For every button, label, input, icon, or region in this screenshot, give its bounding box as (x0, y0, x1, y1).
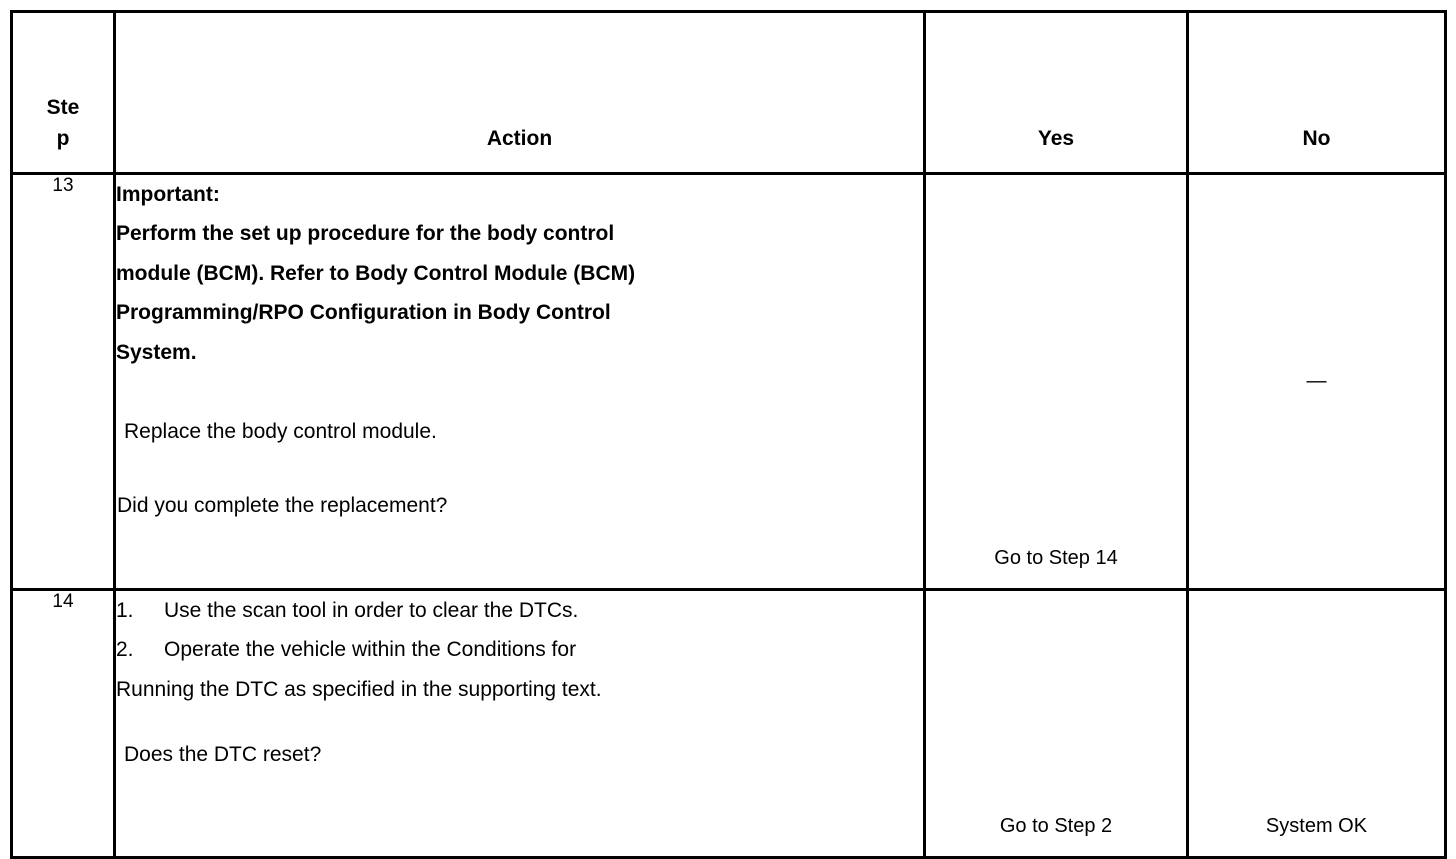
action-continuation-line: Running the DTC as specified in the supp… (116, 677, 602, 701)
column-header-no: No (1186, 10, 1447, 175)
table-row: 13 Important: Perform the set up procedu… (10, 172, 1447, 591)
column-header-step-label: Step (46, 96, 80, 150)
action-instruction: Replace the body control module. (124, 420, 437, 444)
diagnostic-procedure-table: Step Action Yes No 13 Important: Perform… (10, 10, 1447, 859)
spacer (116, 372, 923, 412)
action-cell: Important: Perform the set up procedure … (113, 172, 926, 591)
column-header-step: Step (10, 10, 116, 175)
important-line-4: System. (116, 340, 197, 364)
column-header-action: Action (113, 10, 926, 175)
list-item-number: 2. (116, 638, 134, 662)
list-item: 2. Operate the vehicle within the Condit… (116, 630, 923, 669)
spacer (116, 709, 923, 735)
action-question: Did you complete the replacement? (117, 493, 448, 517)
list-item-text: Use the scan tool in order to clear the … (164, 599, 579, 622)
action-cell: 1. Use the scan tool in order to clear t… (113, 588, 926, 859)
no-result-cell: System OK (1186, 588, 1447, 859)
no-result-cell: — (1186, 172, 1447, 591)
spacer (116, 452, 923, 486)
important-line-3: Programming/RPO Configuration in Body Co… (116, 301, 611, 325)
yes-result-cell: Go to Step 2 (923, 588, 1189, 859)
step-number-cell: 14 (10, 588, 116, 859)
action-step-list: 1. Use the scan tool in order to clear t… (116, 591, 923, 670)
table-header-row: Step Action Yes No (10, 10, 1447, 175)
action-question: Does the DTC reset? (124, 743, 322, 767)
list-item: 1. Use the scan tool in order to clear t… (116, 591, 923, 630)
column-header-yes: Yes (923, 10, 1189, 175)
yes-result-cell: Go to Step 14 (923, 172, 1189, 591)
table-row: 14 1. Use the scan tool in order to clea… (10, 588, 1447, 859)
diagnostic-table-page: Step Action Yes No 13 Important: Perform… (10, 10, 1447, 859)
step-number-cell: 13 (10, 172, 116, 591)
important-label: Important: (116, 183, 220, 206)
important-line-1: Perform the set up procedure for the bod… (116, 222, 615, 246)
list-item-text: Operate the vehicle within the Condition… (164, 638, 577, 662)
important-line-2: module (BCM). Refer to Body Control Modu… (116, 261, 636, 285)
important-notice: Important: Perform the set up procedure … (116, 175, 923, 372)
list-item-number: 1. (116, 599, 134, 622)
